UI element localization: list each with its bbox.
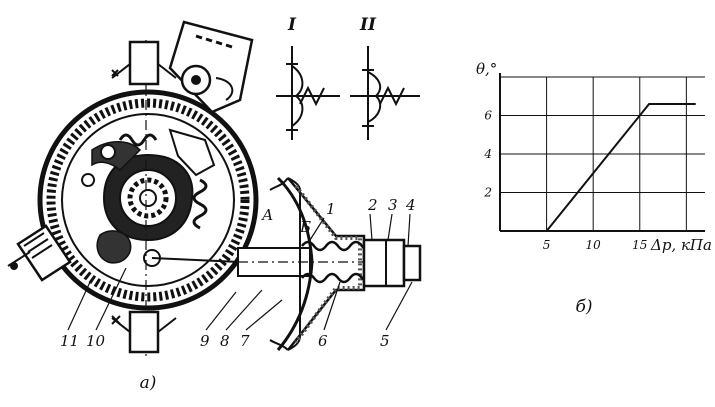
breaker-assembly <box>81 128 241 267</box>
figure-a-caption: а) <box>140 373 157 393</box>
zone-label-b: Б <box>299 218 311 236</box>
chart-tick-labels: 5 10 15 2 4 6 <box>483 109 647 253</box>
figure-b: 5 10 15 2 4 6 θ,° Δp, кПа б) <box>476 60 712 317</box>
part-number-3: 3 <box>388 196 398 214</box>
chart-x-tick-label: 5 <box>543 238 551 252</box>
part-number-1: 1 <box>326 200 336 218</box>
chart-series-line <box>545 102 696 232</box>
part-number-9: 9 <box>200 332 210 350</box>
cam-shaft <box>102 153 194 242</box>
chart-y-tick-label: 2 <box>483 186 492 200</box>
top-spring-clip <box>111 40 177 86</box>
part-number-7: 7 <box>240 332 250 350</box>
wire-terminal <box>7 224 72 282</box>
figure-b-caption: б) <box>575 297 592 317</box>
position-label-ii: II <box>359 15 377 35</box>
part-number-11: 11 <box>60 332 79 350</box>
position-diagram-i <box>276 46 340 140</box>
chart-x-tick-label: 15 <box>632 238 647 252</box>
chart-y-tick-label: 6 <box>484 109 492 123</box>
chart-x-axis-label: Δp, кПа <box>650 236 712 254</box>
octane-corrector <box>168 20 254 114</box>
chart-axes <box>499 73 705 232</box>
chart-series <box>545 102 696 232</box>
chart-x-tick-label: 10 <box>586 238 602 252</box>
bottom-spring-clip <box>111 310 177 354</box>
part-number-8: 8 <box>220 332 230 350</box>
chart-grid <box>500 76 705 231</box>
part-number-10: 10 <box>86 332 106 350</box>
leader-lines <box>67 213 413 331</box>
figure-a: I II А Б 1 2 3 4 5 6 7 8 9 10 11 а) <box>7 15 422 393</box>
position-diagram-ii <box>350 46 420 140</box>
part-number-2: 2 <box>367 196 378 214</box>
distributor-housing <box>37 89 259 311</box>
part-number-4: 4 <box>405 196 416 214</box>
chart-y-axis-label: θ,° <box>476 60 497 78</box>
position-label-i: I <box>287 15 297 35</box>
vacuum-chamber <box>237 176 422 351</box>
part-number-5: 5 <box>380 332 390 350</box>
chart-y-tick-label: 4 <box>483 147 492 161</box>
zone-label-a: А <box>261 206 273 224</box>
part-number-6: 6 <box>318 332 328 350</box>
